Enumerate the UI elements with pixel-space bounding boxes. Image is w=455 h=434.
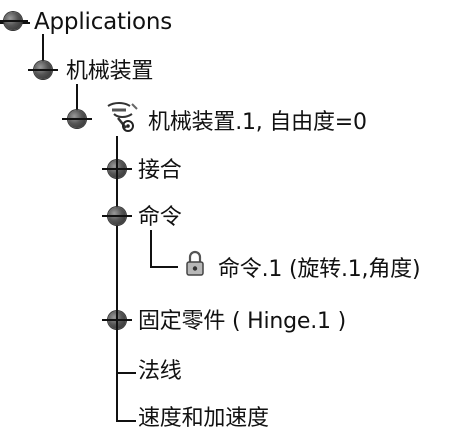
tree-connector [116,372,136,374]
tree-connector [42,34,44,66]
tree-node-label: 机械装置.1, 自由度=0 [148,110,367,135]
tree-node-mechanisms[interactable]: 机械装置 [66,57,153,87]
mechanism-icon [107,102,138,132]
tree-node-speeds-accelerations[interactable]: 速度和加速度 [138,404,269,434]
tree-node-label: 命令 [138,205,182,230]
tree-node-joints[interactable]: 接合 [138,156,182,186]
tree-connector [76,84,78,118]
collapse-toggle-root[interactable] [0,12,28,30]
tree-node-label: 机械装置 [66,59,154,84]
tree-node-fixed-part[interactable]: 固定零件 ( Hinge.1 ) [138,307,346,337]
tree-node-laws[interactable]: 法线 [138,357,182,387]
tree-connector [150,266,178,268]
tree-node-commands[interactable]: 命令 [138,203,182,233]
tree-connector [116,420,136,422]
tree-node-label: 速度和加速度 [138,406,269,431]
collapse-toggle-mechanisms[interactable] [28,61,58,79]
tree-node-mechanism-1[interactable]: 机械装置.1, 自由度=0 [148,108,367,138]
lock-icon [186,250,204,276]
tree-node-command-1[interactable]: 命令.1 (旋转.1,角度) [218,255,421,285]
tree-node-label: 固定零件 ( Hinge.1 ) [138,309,347,334]
collapse-toggle-mechanism-1[interactable] [62,110,92,128]
expand-toggle-fixed-part[interactable] [102,307,132,333]
tree-connector [150,230,152,268]
tree-node-label: 接合 [138,158,182,183]
tree-node-label: 法线 [138,359,182,384]
expand-toggle-joints[interactable] [102,156,132,182]
tree-node-label: 命令.1 (旋转.1,角度) [218,257,421,282]
collapse-toggle-commands[interactable] [102,207,132,225]
tree-node-label: Applications [34,9,173,35]
tree-node-applications[interactable]: Applications [34,7,172,37]
tree-connector [116,136,118,422]
